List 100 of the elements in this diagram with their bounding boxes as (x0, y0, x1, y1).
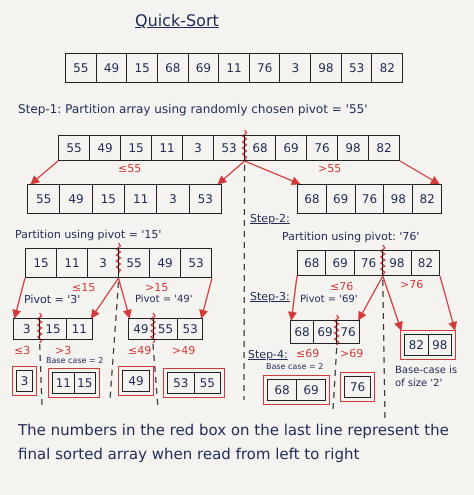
array-element: 49 (59, 185, 92, 213)
array-element: 69 (275, 136, 306, 160)
note: Base case = 2 (266, 362, 324, 372)
step-label: Step-3: (250, 290, 290, 303)
arrow (12, 278, 26, 319)
note: Base case = 2 (46, 356, 104, 366)
arrow (244, 160, 301, 186)
arrow (382, 276, 403, 331)
sorted-array-box (118, 366, 154, 396)
array-element: 49 (127, 373, 145, 390)
array-box (13, 318, 93, 340)
array-element: 68 (303, 255, 320, 272)
array-element: 82 (412, 185, 441, 213)
sorted-array-box (12, 366, 37, 396)
sorted-array-box (400, 330, 456, 360)
array-element: 15 (126, 54, 157, 82)
range-label: >76 (400, 278, 424, 291)
array-element: 76 (354, 185, 384, 213)
array-element: 53 (180, 249, 211, 277)
array-element: 11 (151, 136, 182, 160)
arrow (400, 160, 440, 185)
range-label: ≤76 (330, 280, 354, 293)
range-label: ≤69 (296, 347, 320, 360)
range-label: ≤15 (72, 281, 96, 294)
note: Partition using pivot: '76' (282, 230, 420, 243)
range-label: >55 (318, 162, 342, 175)
array-element: 11 (218, 54, 249, 82)
arrow (358, 276, 384, 321)
array-element: 98 (428, 335, 451, 355)
array-element: 3 (20, 373, 30, 390)
arrow (288, 276, 298, 321)
array-element: 55 (35, 191, 52, 208)
range-label: ≤55 (118, 162, 142, 175)
arrow (439, 276, 458, 331)
array-element: 82 (371, 54, 402, 82)
array-element: 76 (354, 251, 382, 275)
array-element: 55 (152, 319, 178, 339)
array-element: 69 (326, 185, 355, 213)
array-element: 11 (124, 185, 156, 213)
array-element: 15 (39, 319, 66, 339)
array-element: 15 (120, 136, 151, 160)
array-element: 55 (194, 373, 220, 393)
arrow (30, 160, 58, 185)
array-element: 55 (118, 249, 149, 277)
array-element: 98 (382, 251, 411, 275)
array-element: 15 (74, 373, 95, 393)
array-element: 53 (213, 136, 244, 160)
array-box (65, 53, 403, 83)
array-element: 68 (273, 382, 291, 399)
array-element: 68 (156, 54, 188, 82)
array-element: 53 (340, 54, 372, 82)
array-element: 3 (156, 185, 189, 213)
array-element: 68 (293, 324, 311, 341)
step-text: Step-1: Partition array using randomly chosen pivot = '55' (18, 103, 368, 116)
array-element: 53 (188, 185, 221, 213)
array-element: 49 (149, 249, 180, 277)
array-box (297, 184, 442, 214)
range-label: >49 (172, 344, 196, 357)
sorted-array-box (163, 368, 225, 398)
array-element: 76 (306, 136, 337, 160)
array-element: 76 (348, 379, 366, 396)
array-element: 3 (182, 136, 213, 160)
array-element: 11 (56, 249, 87, 277)
sorted-array-box (48, 368, 100, 398)
range-label: >15 (145, 281, 168, 294)
array-box (128, 318, 203, 340)
pivot-label: Pivot = '49' (135, 293, 193, 306)
note: Base-case is of size '2' (395, 364, 458, 390)
note: Pivot = '3' (24, 293, 80, 306)
array-element: 68 (244, 136, 275, 160)
caption: The numbers in the red box on the last line represent the final sorted array when read from left to right (18, 420, 450, 465)
arrow (217, 160, 245, 185)
step-label: Step-4: (248, 348, 288, 361)
array-element: 82 (368, 136, 399, 160)
array-element: 49 (89, 136, 120, 160)
range-label: >69 (340, 347, 364, 360)
array-element: 53 (172, 375, 190, 392)
array-element: 82 (410, 251, 440, 275)
array-element: 3 (87, 249, 118, 277)
array-element: 76 (336, 321, 359, 343)
array-element: 55 (65, 140, 83, 157)
array-element: 69 (296, 380, 325, 400)
array-box (297, 250, 440, 276)
array-box (27, 184, 222, 214)
array-element: 15 (92, 185, 124, 213)
array-element: 15 (32, 255, 50, 272)
array-element: 98 (337, 136, 368, 160)
range-label: ≤3 (14, 344, 30, 357)
array-element: 55 (72, 60, 90, 77)
sorted-array-box (263, 375, 330, 405)
title: Quick-Sort (135, 14, 219, 27)
arrow (90, 278, 120, 319)
array-element: 11 (66, 319, 92, 339)
array-box (290, 320, 360, 344)
array-box (25, 248, 212, 278)
array-element: 49 (132, 321, 150, 338)
pivot-label: Pivot = '69' (300, 293, 358, 306)
array-element: 69 (188, 54, 218, 82)
array-element: 69 (325, 251, 354, 275)
array-element: 76 (248, 54, 280, 82)
